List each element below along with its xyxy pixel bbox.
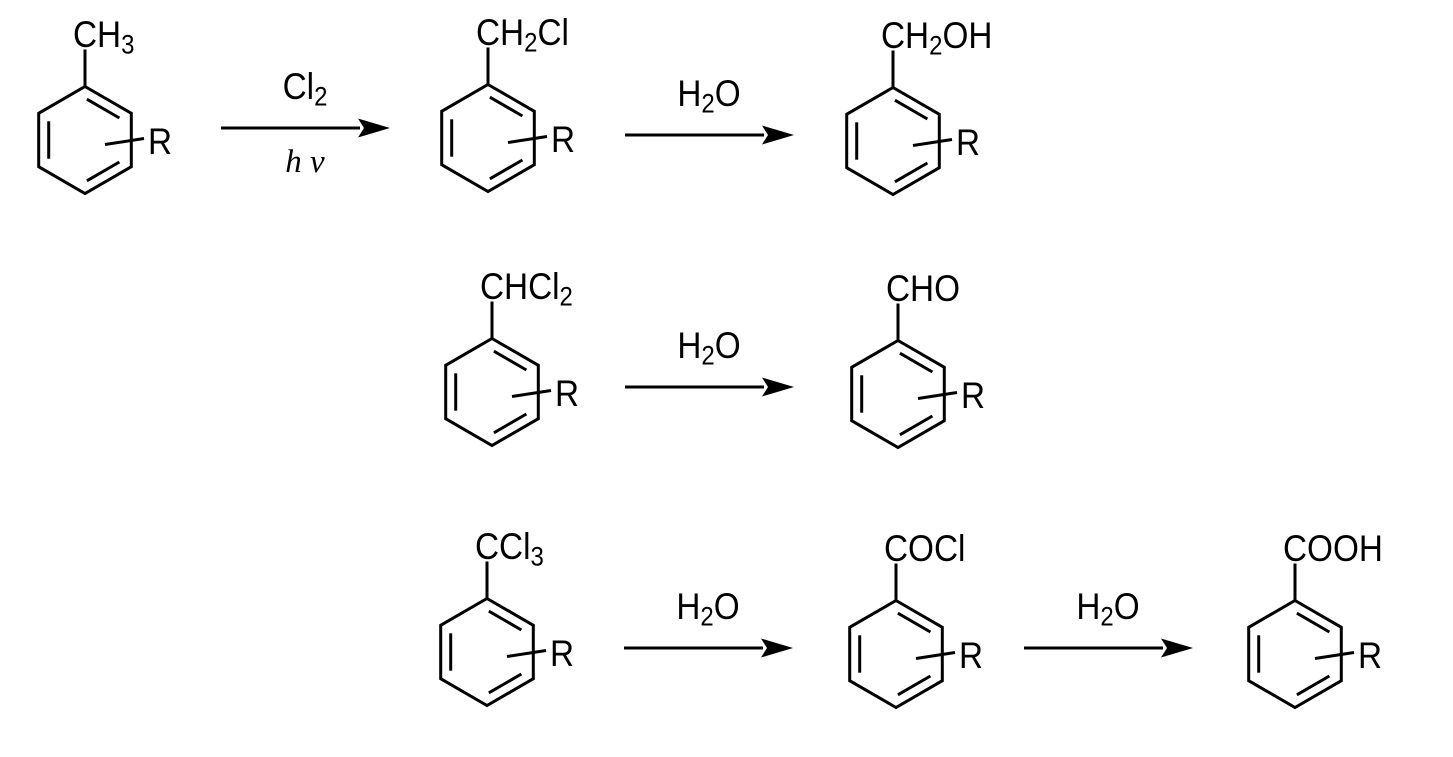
substituent-formula-label: COOH	[1283, 528, 1383, 569]
molecule-ar-ch2oh: CH2OH R	[833, 17, 1023, 222]
substituent-formula-label: CCl3	[475, 526, 544, 572]
reaction-arrow-icon	[624, 638, 793, 658]
r-group-label: R	[959, 635, 984, 676]
benzene-ring	[439, 561, 547, 708]
molecule-ar-cooh: COOH R	[1235, 530, 1425, 735]
substituent-formula-label: COCl	[884, 528, 966, 569]
r-group-label: R	[551, 119, 576, 160]
benzene-ring	[444, 301, 552, 448]
benzene-ring	[850, 303, 958, 450]
r-group-label: R	[148, 121, 173, 162]
reagent-label: H2O	[676, 586, 740, 632]
reagent-label: H2O	[677, 73, 741, 119]
r-group-label: R	[1358, 635, 1383, 676]
reaction-arrow-hydrolysis-4: H2O	[1023, 588, 1193, 718]
condition-label: h ν	[285, 144, 325, 180]
reagent-label: H2O	[1076, 586, 1140, 632]
reagent-label: Cl2	[282, 66, 328, 112]
benzene-ring	[1247, 563, 1355, 710]
molecule-ar-cocl: COCl R	[836, 530, 1026, 735]
substituent-formula-label: CHCl2	[480, 266, 573, 312]
reaction-arrow-hydrolysis-3: H2O	[623, 588, 793, 718]
molecule-ar-ch2cl: CH2Cl R	[428, 14, 618, 219]
r-group-label: R	[961, 375, 986, 416]
reagent-label: H2O	[677, 325, 741, 371]
molecule-ar-ch3: CH3 R	[25, 16, 215, 221]
reaction-arrow-hydrolysis-1: H2O	[624, 75, 794, 205]
reaction-arrow-chlorination: Cl2 h ν	[220, 68, 390, 198]
substituent-formula-label: CH3	[73, 14, 135, 60]
substituent-formula-label: CH2OH	[881, 15, 993, 61]
molecule-ar-ccl3: CCl3 R	[427, 528, 617, 733]
reaction-arrow-icon	[1024, 638, 1193, 658]
benzene-ring	[37, 49, 145, 196]
substituent-formula-label: CH2Cl	[476, 12, 569, 58]
reaction-arrow-icon	[625, 125, 794, 145]
reaction-arrow-icon	[221, 118, 390, 138]
r-group-label: R	[555, 373, 580, 414]
r-group-label: R	[550, 633, 575, 674]
reaction-arrow-icon	[625, 377, 794, 397]
benzene-ring	[845, 50, 953, 197]
benzene-ring	[440, 47, 548, 194]
molecule-ar-cho: CHO R	[838, 270, 1028, 475]
molecule-ar-chcl2: CHCl2 R	[432, 268, 622, 473]
r-group-label: R	[956, 122, 981, 163]
benzene-ring	[848, 563, 956, 710]
reaction-arrow-hydrolysis-2: H2O	[624, 327, 794, 457]
substituent-formula-label: CHO	[886, 268, 961, 309]
